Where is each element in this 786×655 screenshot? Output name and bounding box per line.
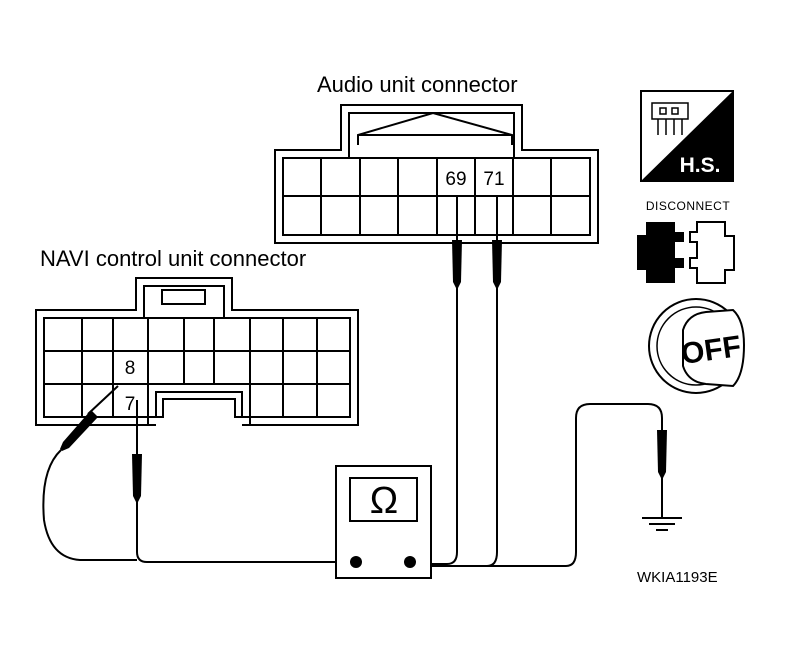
wires	[42, 288, 663, 567]
figure-code: WKIA1193E	[637, 569, 718, 586]
probe-audio-71	[492, 196, 502, 288]
disconnect-label: DISCONNECT	[646, 199, 731, 213]
navi-pin-7: 7	[125, 394, 136, 415]
probe-ground	[642, 430, 682, 531]
connector-harness-icon	[651, 102, 689, 135]
audio-connector-label: Audio unit connector	[317, 72, 518, 97]
audio-pin-69: 69	[445, 169, 466, 190]
ignition-off-icon	[648, 298, 746, 394]
probe-navi-7	[132, 400, 142, 502]
hs-label: H.S.	[680, 154, 721, 177]
harness-side-badge	[640, 90, 734, 182]
ohmmeter	[335, 465, 432, 579]
ohm-symbol: Ω	[370, 480, 398, 522]
navi-connector-key	[155, 391, 243, 425]
probe-audio-69	[452, 196, 462, 288]
navi-connector-label: NAVI control unit connector	[40, 246, 306, 271]
probe-navi-8	[60, 385, 119, 451]
navi-pin-8: 8	[125, 358, 136, 379]
disconnect-icon	[637, 221, 735, 284]
audio-pin-71: 71	[483, 169, 504, 190]
audio-unit-connector	[274, 104, 599, 244]
meter-negative-terminal	[350, 556, 362, 568]
meter-positive-terminal	[404, 556, 416, 568]
